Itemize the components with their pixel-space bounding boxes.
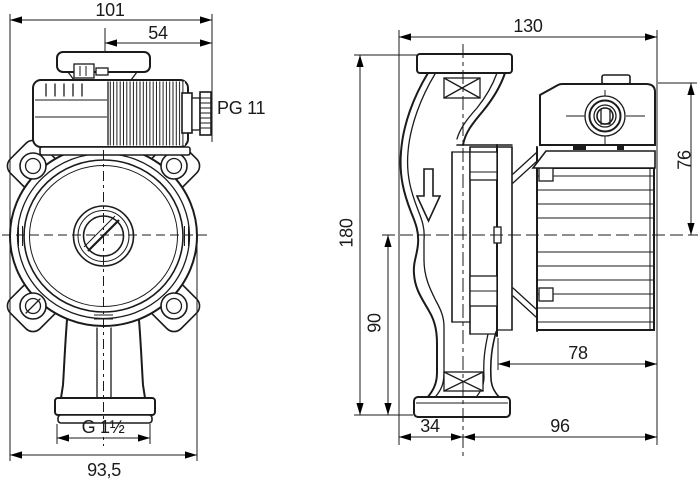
ribbed-cover bbox=[108, 81, 185, 146]
dim-flange-width: 93,5 bbox=[10, 451, 197, 480]
dim-78-label: 78 bbox=[568, 343, 588, 363]
dim-overall-width: 101 bbox=[10, 0, 212, 24]
dimensions: 101 54 PG 11 G 1½ 93,5 bbox=[9, 0, 697, 480]
dim-76-label: 76 bbox=[674, 150, 694, 170]
dim-base-rear: 96 bbox=[463, 416, 657, 441]
flange-screws bbox=[19, 152, 188, 320]
motor-body bbox=[536, 167, 655, 331]
dim-center-to-base: 90 bbox=[364, 235, 392, 415]
dim-base-front: 34 bbox=[399, 416, 463, 441]
side-view bbox=[399, 53, 656, 418]
gasket-box-top bbox=[443, 77, 481, 99]
center-lines bbox=[2, 44, 698, 458]
dim-center-to-gland: 54 bbox=[105, 23, 212, 47]
terminal-box-front bbox=[32, 51, 212, 156]
dim-101-label: 101 bbox=[95, 0, 124, 20]
front-view bbox=[6, 51, 212, 424]
cable-gland-label: PG 11 bbox=[217, 98, 265, 118]
dim-motor-length: 78 bbox=[498, 343, 657, 368]
terminal-box-side bbox=[531, 74, 656, 169]
dim-overall-height: 180 bbox=[336, 55, 364, 415]
gasket-box-bottom bbox=[443, 371, 484, 392]
vent-plug bbox=[584, 95, 626, 137]
dim-54-label: 54 bbox=[148, 23, 168, 43]
bottom-connection-side bbox=[413, 331, 511, 418]
dim-90-label: 90 bbox=[364, 313, 384, 333]
dim-130-label: 130 bbox=[513, 16, 542, 36]
flow-direction-arrow bbox=[415, 168, 442, 223]
dim-180-label: 180 bbox=[336, 218, 356, 247]
cable-gland bbox=[181, 91, 212, 136]
dim-96-label: 96 bbox=[550, 416, 570, 436]
dim-overall-depth: 130 bbox=[399, 16, 657, 41]
inlet-neck bbox=[399, 72, 513, 399]
dim-34-label: 34 bbox=[420, 416, 440, 436]
dim-top-to-center: 76 bbox=[674, 83, 695, 235]
top-flange-side bbox=[416, 53, 513, 74]
dim-93-5-label: 93,5 bbox=[87, 460, 121, 480]
pump-housing-side bbox=[451, 144, 538, 337]
bottom-connection-front bbox=[54, 319, 156, 424]
